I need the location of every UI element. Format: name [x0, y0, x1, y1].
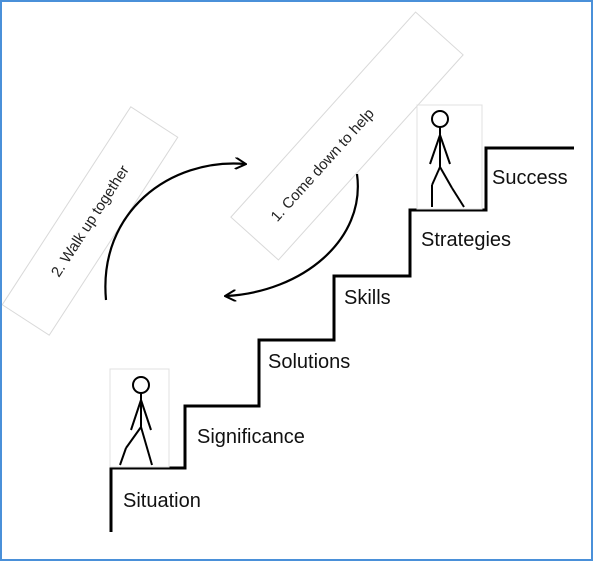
step-label-success: Success	[492, 167, 568, 189]
callout-walk-up-box	[2, 106, 179, 336]
staircase-line	[109, 146, 574, 532]
figure-box-bottom	[109, 368, 170, 468]
curved-arrow-icon	[104, 164, 245, 301]
step-label-strategies: Strategies	[421, 229, 511, 251]
step-label-situation: Situation	[123, 490, 201, 512]
callout-come-down-box	[230, 11, 464, 261]
step-label-solutions: Solutions	[268, 351, 350, 373]
callout-come-down: 1. Come down to help	[230, 11, 464, 261]
stick-figure-icon	[109, 368, 170, 468]
stick-figure-icon	[416, 104, 483, 210]
curved-arrow-icon	[226, 173, 359, 296]
step-label-significance: Significance	[197, 426, 305, 448]
figure-box-top	[416, 104, 483, 210]
callout-walk-up: 2. Walk up together	[2, 106, 179, 336]
step-label-skills: Skills	[344, 287, 391, 309]
